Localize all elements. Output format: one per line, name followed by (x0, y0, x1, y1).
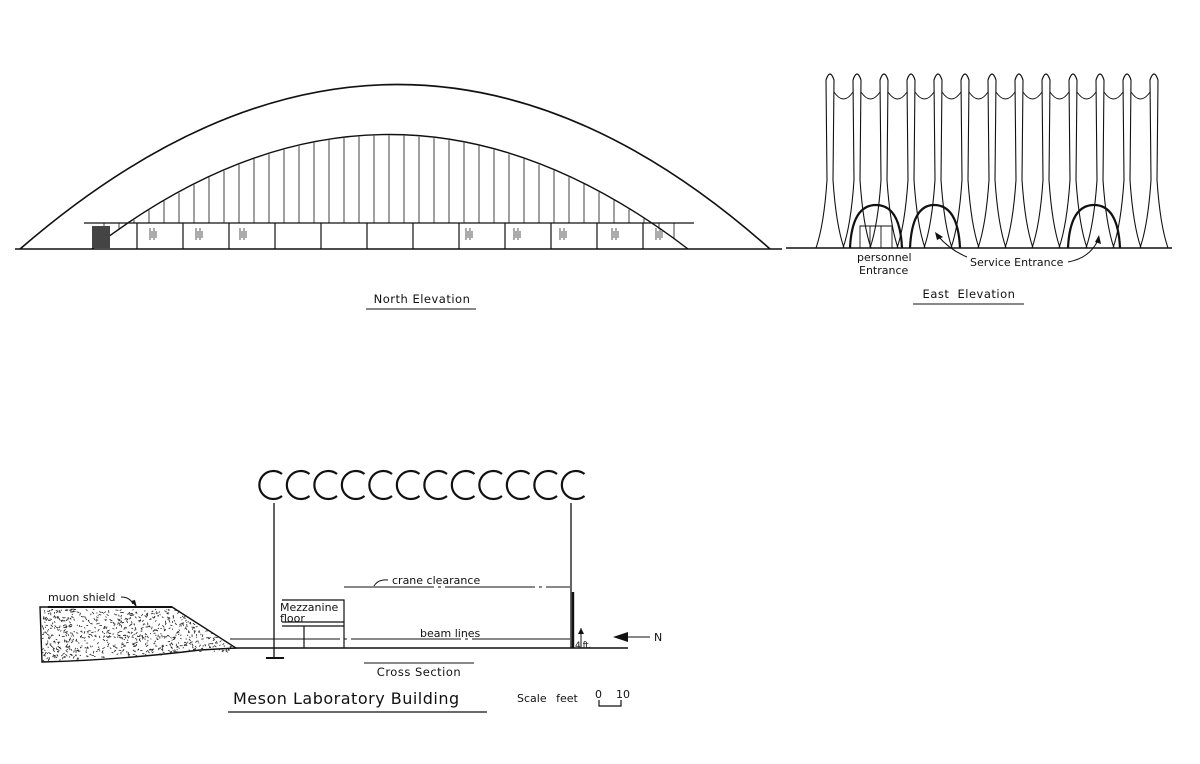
mezzanine-label-line2: floor (280, 612, 305, 625)
north-glazing-mullions (103, 135, 675, 242)
east-elevation-drawing (786, 73, 1172, 263)
scale-label: Scale feet (517, 692, 578, 705)
north-arrow-label: N (654, 631, 662, 644)
scale-max-label: 10 (616, 688, 630, 701)
beam-lines-label: beam lines (420, 627, 481, 640)
mezzanine-label-line1: Mezzanine (280, 601, 339, 614)
personnel-entrance-label-line1: personnel (857, 251, 912, 264)
east-elevation-title: East Elevation (923, 287, 1016, 301)
north-elevation-drawing (15, 83, 782, 250)
scale-min-label: 0 (595, 688, 602, 701)
cross-section-drawing (39, 469, 650, 663)
north-elevation-title: North Elevation (374, 292, 471, 306)
east-facade-ribs (815, 73, 1169, 249)
cross-section-title: Cross Section (377, 665, 461, 679)
muon-shield-stipple (41, 608, 233, 662)
height-dimension-label: 4 ft. (575, 641, 591, 651)
north-dark-panel (92, 226, 110, 248)
personnel-entrance-label-line2: Entrance (859, 264, 909, 277)
building-title: Meson Laboratory Building (233, 689, 460, 708)
crane-clearance-label: crane clearance (392, 574, 480, 587)
scale-bar (598, 700, 622, 707)
muon-shield-label: muon shield (48, 591, 115, 604)
roof-shells (258, 469, 586, 501)
service-entrance-label: Service Entrance (970, 256, 1064, 269)
north-lower-panels (136, 223, 663, 249)
